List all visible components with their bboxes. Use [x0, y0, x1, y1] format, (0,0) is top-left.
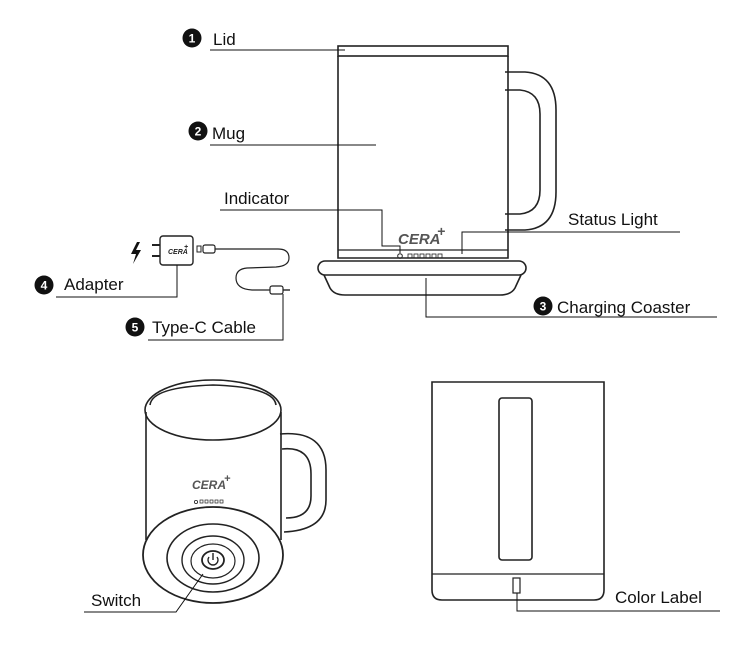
callout-adapter: 4 Adapter [34, 265, 178, 298]
callout-type-c-cable: 5 Type-C Cable [125, 294, 284, 341]
bottom-status-lights [193, 499, 224, 504]
adapter-and-cable: CERA + [131, 235, 290, 295]
svg-text:1: 1 [189, 32, 196, 46]
color-label-tag [512, 577, 521, 594]
status-light-bar [407, 253, 443, 259]
charging-coaster-label: Charging Coaster [557, 298, 691, 317]
callout-color-label: Color Label [516, 588, 720, 612]
callout-mug: 2 Mug [188, 121, 376, 146]
brand-logo-plus: + [437, 223, 445, 239]
mug-bottom-view: CERA + [142, 379, 327, 604]
mug-handle-outer [505, 71, 557, 231]
callout-status-light: Status Light [461, 210, 680, 254]
indicator-dot [397, 253, 403, 259]
color-label-text: Color Label [615, 588, 702, 607]
cable-plug-a [202, 244, 216, 254]
mug-label: Mug [212, 124, 245, 143]
lightning-icon [131, 242, 141, 264]
mug-lid [337, 45, 509, 57]
brand-logo: CERA [398, 231, 441, 248]
mug-body [337, 56, 509, 259]
mug-handle-inner [505, 89, 541, 215]
svg-text:2: 2 [195, 125, 202, 139]
adapter-label: Adapter [64, 275, 124, 294]
type-c-cable-label: Type-C Cable [152, 318, 256, 337]
side-view-handle [498, 397, 533, 561]
callout-indicator: Indicator [220, 189, 401, 253]
callout-switch: Switch [84, 573, 204, 613]
switch-label: Switch [91, 591, 141, 610]
svg-text:+: + [224, 473, 231, 485]
callout-lid: 1 Lid [182, 28, 345, 51]
svg-text:+: + [184, 244, 188, 251]
lid-label: Lid [213, 30, 236, 49]
svg-text:4: 4 [41, 279, 48, 293]
indicator-label: Indicator [224, 189, 290, 208]
mug-side-view [431, 381, 605, 601]
svg-text:5: 5 [132, 321, 139, 335]
callout-charging-coaster: 3 Charging Coaster [425, 278, 717, 318]
bottom-brand-logo: CERA [192, 478, 226, 492]
mug-main: CERA + [337, 45, 557, 259]
status-light-label: Status Light [568, 210, 658, 229]
type-c-cable [215, 248, 290, 291]
svg-text:CERA: CERA [168, 249, 188, 256]
charging-coaster [317, 260, 527, 296]
power-icon [207, 556, 219, 566]
cable-plug-b [269, 285, 284, 295]
svg-text:3: 3 [540, 300, 547, 314]
